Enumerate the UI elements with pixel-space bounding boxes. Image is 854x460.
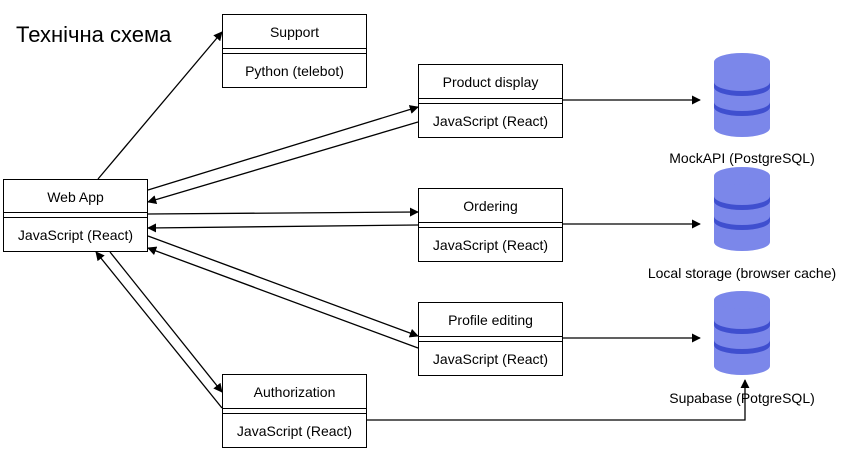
product-display-box: Product display JavaScript (React) xyxy=(418,64,563,138)
database-mockapi-icon xyxy=(714,53,770,137)
edge-webapp-authorization xyxy=(109,251,223,393)
web-app-tech: JavaScript (React) xyxy=(17,227,134,243)
edge-ordering-webapp xyxy=(147,223,419,233)
ordering-tech: JavaScript (React) xyxy=(432,237,549,253)
edge-authorization-webapp xyxy=(95,251,223,409)
local-storage-label: Local storage (browser cache) xyxy=(647,265,837,281)
edge-product-webapp xyxy=(147,121,419,205)
profile-editing-tech: JavaScript (React) xyxy=(432,351,549,367)
diagram-title: Технічна схема xyxy=(16,22,172,47)
edge-webapp-product xyxy=(147,105,419,191)
authorization-title: Authorization xyxy=(253,384,336,400)
edge-webapp-support xyxy=(97,31,223,180)
web-app-title: Web App xyxy=(47,188,104,205)
edge-webapp-ordering xyxy=(147,207,419,217)
support-title: Support xyxy=(269,24,320,40)
supabase-label: Supabase (PotgreSQL) xyxy=(669,390,815,406)
edge-profile-webapp xyxy=(147,246,419,349)
product-display-tech: JavaScript (React) xyxy=(432,113,549,129)
database-supabase-icon xyxy=(714,291,770,375)
support-tech: Python (telebot) xyxy=(245,63,344,79)
edge-webapp-profile xyxy=(147,235,419,338)
support-box: Support Python (telebot) xyxy=(222,14,367,88)
edge-authorization-supabase xyxy=(367,379,750,421)
database-localstorage-icon xyxy=(714,167,770,251)
authorization-box: Authorization JavaScript (React) xyxy=(222,374,367,448)
web-app-box: Web App JavaScript (React) xyxy=(3,179,148,252)
ordering-title: Ordering xyxy=(463,198,518,214)
authorization-tech: JavaScript (React) xyxy=(236,423,353,439)
ordering-box: Ordering JavaScript (React) xyxy=(418,188,563,262)
profile-editing-title: Profile editing xyxy=(448,312,533,328)
product-display-title: Product display xyxy=(442,74,539,90)
profile-editing-box: Profile editing JavaScript (React) xyxy=(418,302,563,376)
mockapi-label: MockAPI (PostgreSQL) xyxy=(669,150,815,166)
